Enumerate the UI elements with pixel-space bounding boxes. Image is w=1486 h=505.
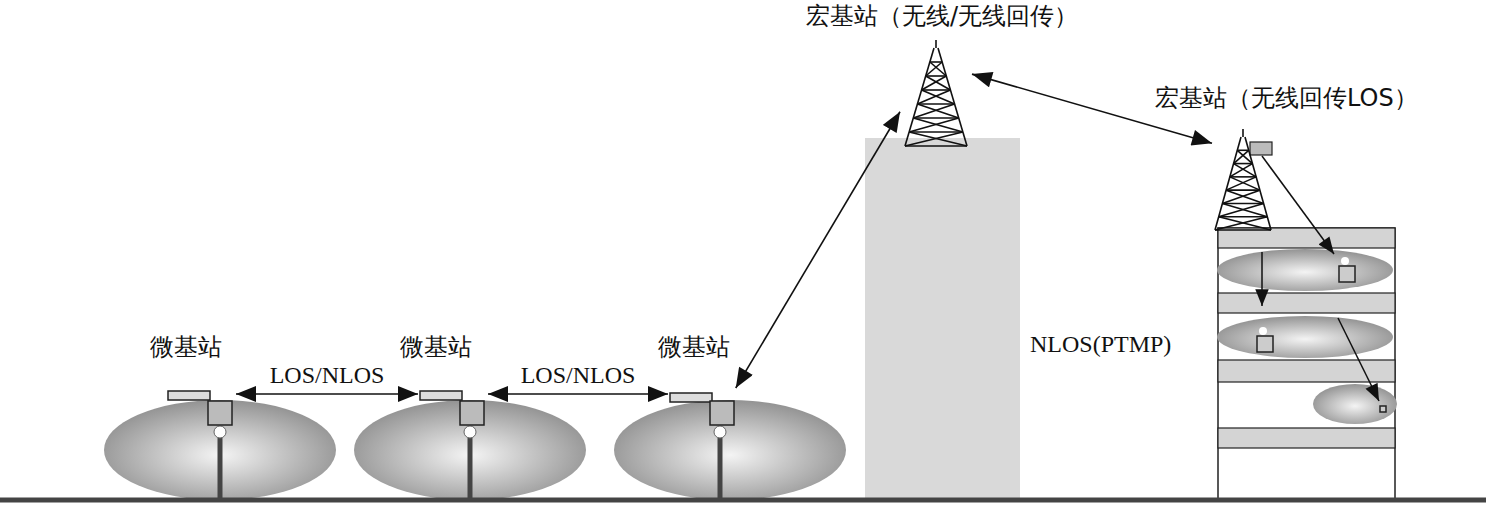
tower-strut [1230,177,1260,190]
pole-lamp [214,426,726,438]
tower-strut [909,118,959,132]
station-label: 微基站 [400,333,472,362]
tall-building [865,138,1020,500]
tower-strut [913,118,963,132]
tower-strut [1219,216,1268,218]
wireless-link [236,393,418,395]
tower-strut [1215,217,1267,230]
macro-base-station: 宏基站（无线/无线回传） [900,38,972,148]
tower-strut [922,90,955,104]
tower-strut [1242,129,1244,137]
tower-strut [930,62,946,76]
station-label: 宏基站（无线回传LOS） [1155,84,1418,113]
ptmp-arrow [1262,156,1379,401]
macro-base-station: 宏基站（无线回传LOS） [1212,128,1276,232]
indoor-device [1257,266,1386,412]
tower-antenna [1250,142,1272,155]
tower-strut [1230,164,1253,177]
tower-strut [917,103,954,105]
tower-strut [905,145,967,147]
tower-strut [1234,150,1249,163]
station-label: 宏基站（无线/无线回传） [806,2,1078,31]
ground-line [0,498,1486,503]
tower-strut [1237,150,1252,163]
tower-strut [1226,190,1263,203]
tower-strut [926,75,947,77]
coverage-area [104,400,336,500]
floor-coverage [1217,316,1393,358]
tower-strut [1219,217,1271,230]
tower-strut [913,117,958,119]
station-label: 微基站 [658,333,730,362]
tower-strut [917,90,950,104]
tower-strut [922,76,947,90]
coverage-area [614,400,846,500]
office-building [1218,228,1395,500]
micro-base-station: 微基站 [166,388,236,428]
floor-coverage [1217,249,1393,291]
wireless-link [488,393,668,395]
station-label: 微基站 [150,333,222,362]
tower-strut [935,40,937,48]
micro-base-station: 微基站 [668,388,738,428]
tower-strut [922,89,951,91]
coverage-area [354,400,586,500]
link-label: LOS/NLOS [518,361,639,390]
tower-strut [1222,203,1263,205]
tower-strut [909,131,963,133]
micro-base-station: 微基站 [418,388,488,428]
tower-strut [1230,176,1256,178]
device-dot [1259,257,1349,335]
tower-strut [1219,203,1264,216]
tower-strut [1226,189,1260,191]
tower-lattice [905,40,1271,230]
tower-strut [909,132,967,146]
tower-strut [1215,229,1271,231]
tower-strut [1222,190,1259,203]
tower-strut [1226,177,1256,190]
tower-strut [926,62,942,76]
pole [220,432,720,500]
floor-coverage [1313,384,1397,424]
wireless-link [736,112,900,388]
tower-strut [917,104,958,118]
tower-strut [1234,164,1257,177]
tower-strut [1234,163,1253,165]
link-label: LOS/NLOS [267,361,388,390]
link-type-label: NLOS(PTMP) [1030,330,1171,359]
micro-station-unit [168,391,734,425]
tower-strut [926,76,951,90]
tower-strut [1222,203,1267,216]
tower-strut [913,104,954,118]
tower-strut [905,132,963,146]
